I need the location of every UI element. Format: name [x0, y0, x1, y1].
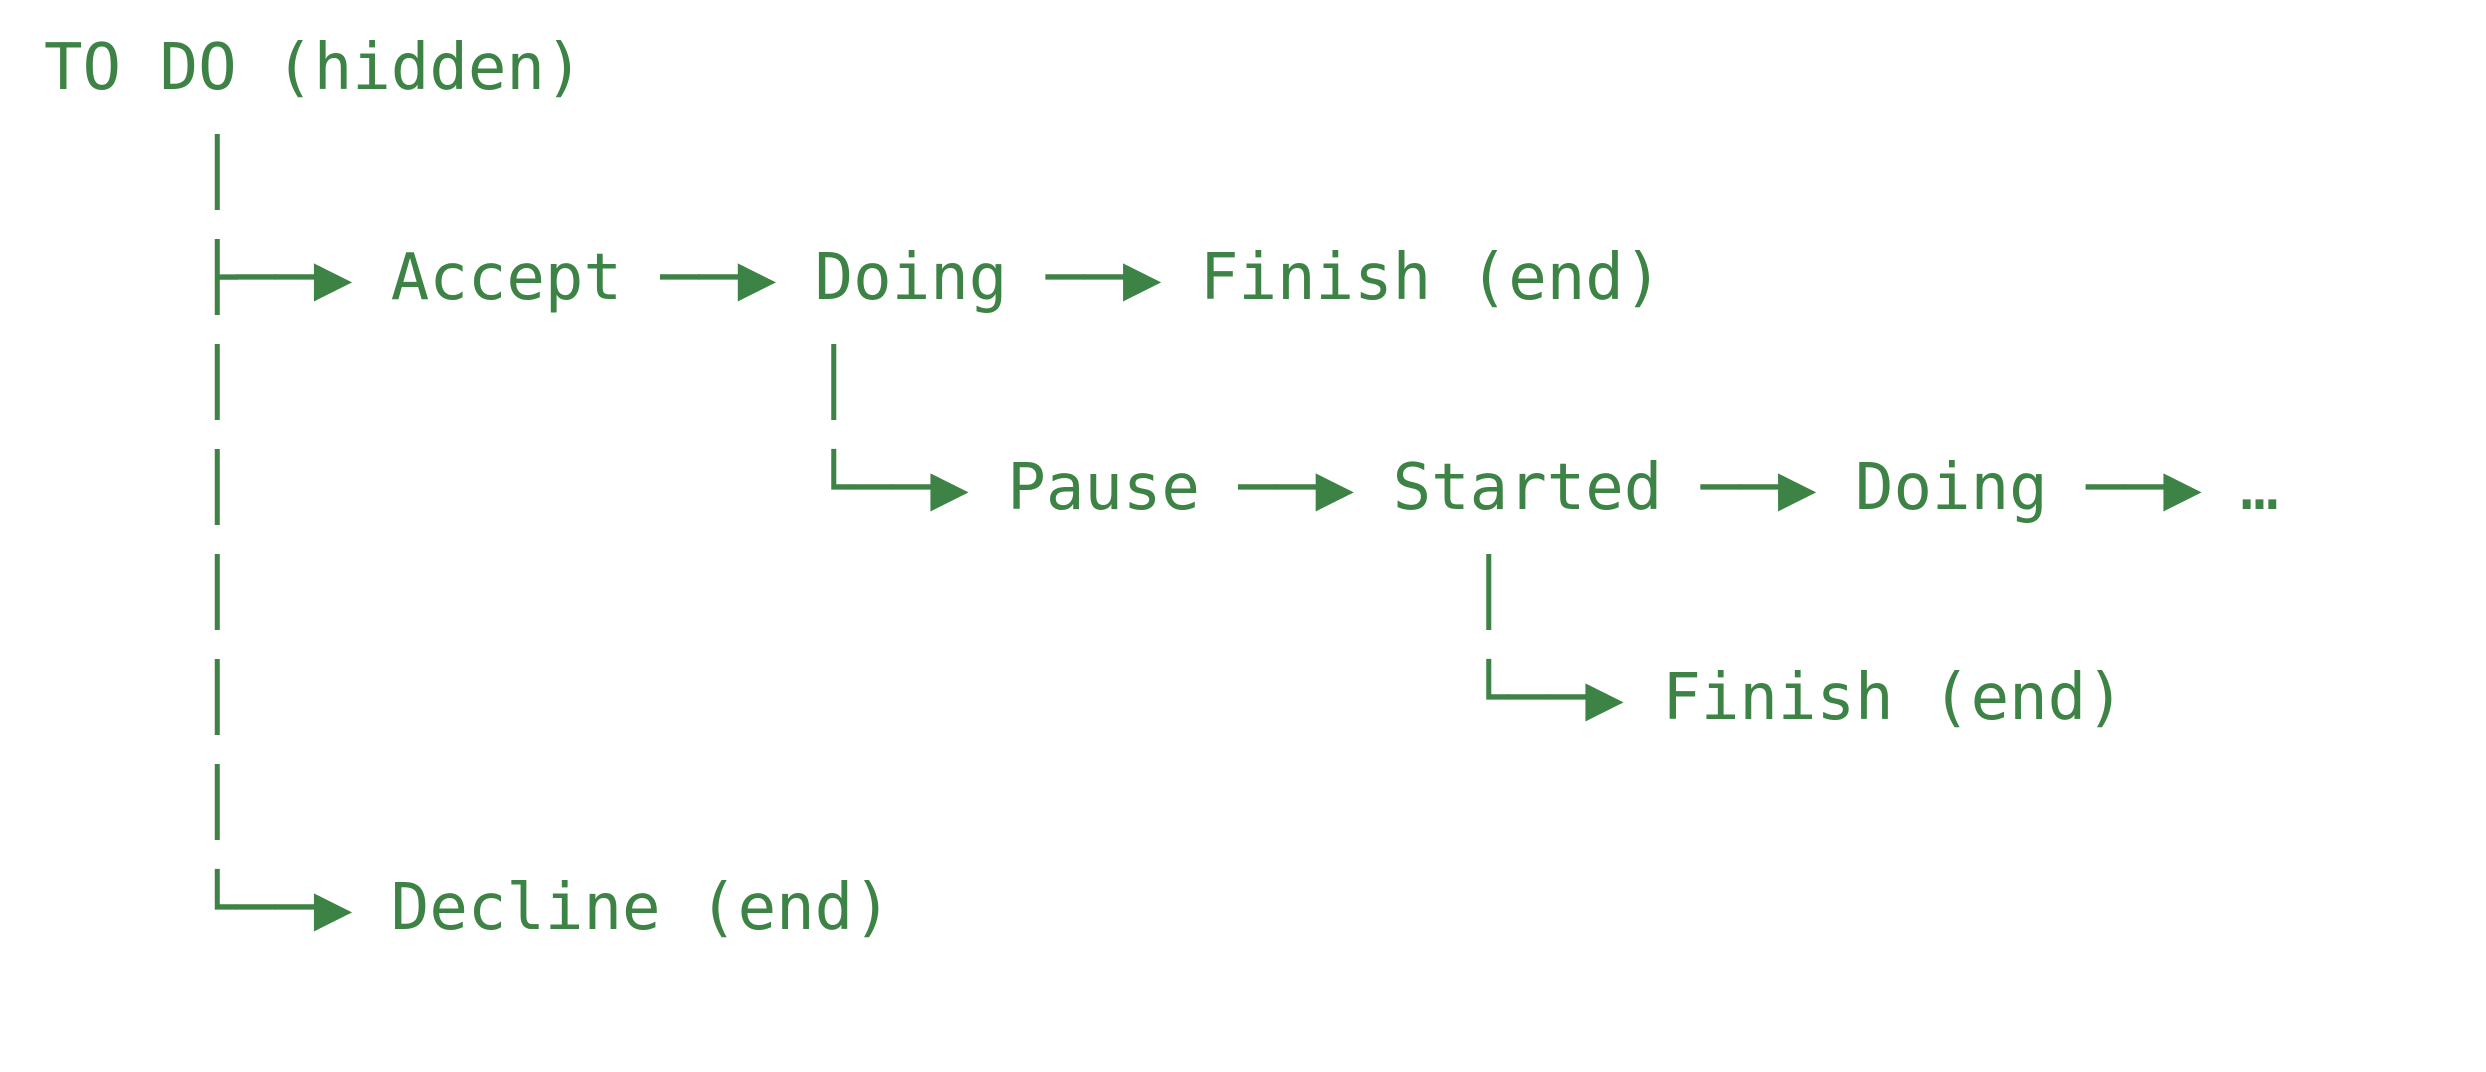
state-flow-diagram: TO DO (hidden) │ ├──▶ Accept ──▶ Doing ─… [44, 16, 2279, 961]
diagram-line-doing-connector: │ │ [44, 346, 854, 420]
diagram-line-root-state: TO DO (hidden) [44, 31, 584, 105]
diagram-line-trunk-connector-1: │ [44, 136, 237, 210]
diagram-line-decline-branch: └──▶ Decline (end) [44, 871, 892, 945]
diagram-line-pause-branch: │ └──▶ Pause ──▶ Started ──▶ Doing ──▶ … [44, 451, 2279, 525]
diagram-line-started-connector: │ │ [44, 556, 1509, 630]
diagram-line-accept-branch: ├──▶ Accept ──▶ Doing ──▶ Finish (end) [44, 241, 1663, 315]
diagram-line-trunk-connector-2: │ [44, 766, 237, 840]
diagram-line-finish-branch: │ └──▶ Finish (end) [44, 661, 2125, 735]
